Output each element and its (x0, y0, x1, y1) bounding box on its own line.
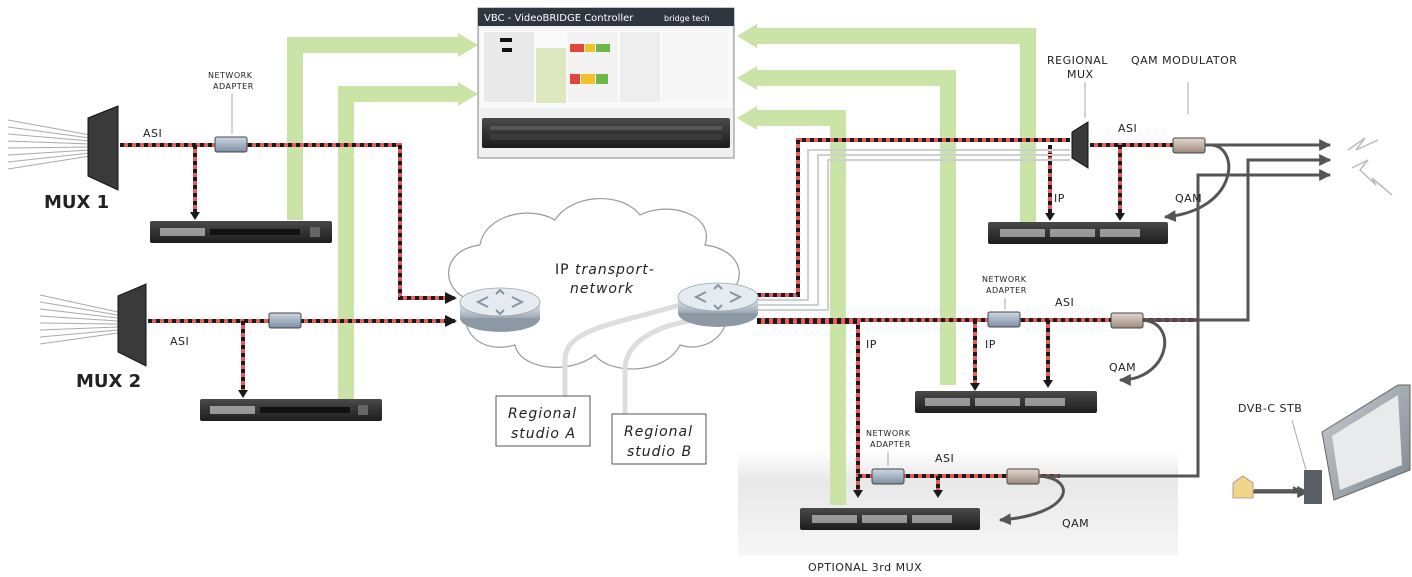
ip-trunk (757, 149, 1070, 311)
mux1-icon (87, 105, 119, 191)
label-pointers (231, 82, 1307, 471)
regional-qam-label: QAM (1175, 192, 1202, 205)
stb-tv (1232, 384, 1411, 504)
adapter2-label-line2: ADAPTER (986, 286, 1027, 295)
monitoring-feeds (287, 28, 1036, 505)
cloud-label-line2: network (570, 281, 634, 297)
optional-asi-label: ASI (935, 452, 954, 465)
studio-b-link (622, 317, 696, 415)
vbc-title: VBC - VideoBRIDGE Controller (484, 13, 634, 24)
network-adapters (214, 136, 1021, 485)
middle-qam-label: QAM (1109, 361, 1136, 374)
regional-mux-label-line1: REGIONAL (1047, 54, 1108, 67)
adapter-optional (871, 468, 905, 485)
optional-mux-label: OPTIONAL 3rd MUX (808, 561, 922, 574)
adapter2-label-line1: NETWORK (982, 275, 1027, 284)
mux1-label: MUX 1 (44, 192, 109, 213)
middle-asi-label: ASI (1055, 296, 1074, 309)
vbc-brand: bridge tech (664, 14, 710, 23)
regional-asi-label: ASI (1118, 122, 1137, 135)
studio-a (495, 395, 591, 447)
adapter-right (987, 311, 1021, 328)
regional-mux-icon (1071, 121, 1089, 169)
adapter1-label-line1: NETWORK (208, 71, 253, 80)
trunk-ip-label: IP (866, 338, 877, 351)
qam-modulators (1006, 137, 1206, 485)
studio-b-line1: Regional (624, 424, 693, 440)
rack-mux2 (200, 399, 382, 421)
regional-mux-label-line2: MUX (1067, 68, 1094, 81)
adapter3-label-line2: ADAPTER (870, 440, 911, 449)
stb-label: DVB-C STB (1238, 402, 1302, 415)
studio-a-link (562, 302, 681, 398)
adapter3-label-line1: NETWORK (866, 429, 911, 438)
rack-units (150, 221, 1168, 530)
mux1-asi-label: ASI (143, 127, 162, 140)
rack-regional (988, 222, 1168, 244)
rack-optional (800, 508, 980, 530)
studio-a-line2: studio A (511, 426, 576, 442)
mux2-inputs (39, 294, 119, 345)
adapter1-label-line2: ADAPTER (213, 82, 254, 91)
optional-qam-label: QAM (1062, 517, 1089, 530)
mux1-inputs (7, 119, 91, 170)
studio-b-line2: studio B (627, 444, 692, 460)
vbc-controller: VBC - VideoBRIDGE Controller bridge tech (477, 7, 735, 159)
adapter-mux1 (214, 136, 248, 153)
router-left (459, 287, 541, 332)
mux2-label: MUX 2 (76, 371, 141, 392)
device-feed-arrows (190, 212, 1125, 498)
regional-ip-label: IP (1054, 192, 1065, 205)
cloud-label-line1: IP transport- (555, 262, 655, 278)
studio-b (611, 413, 707, 465)
middle-ip-label: IP (985, 338, 996, 351)
rack-mux1 (150, 221, 332, 243)
monitoring-feed-heads (458, 24, 757, 130)
router-right (677, 282, 759, 327)
broadcast-symbol (1347, 137, 1393, 196)
adapter-mux2 (268, 312, 302, 329)
qam-modulator-label: QAM MODULATOR (1131, 54, 1237, 67)
rack-middle (915, 391, 1097, 413)
qam-outputs (998, 139, 1332, 526)
optional-mux-region (738, 450, 1178, 555)
mux2-asi-label: ASI (170, 335, 189, 348)
mux2-icon (117, 283, 147, 367)
studio-a-line1: Regional (508, 406, 577, 422)
